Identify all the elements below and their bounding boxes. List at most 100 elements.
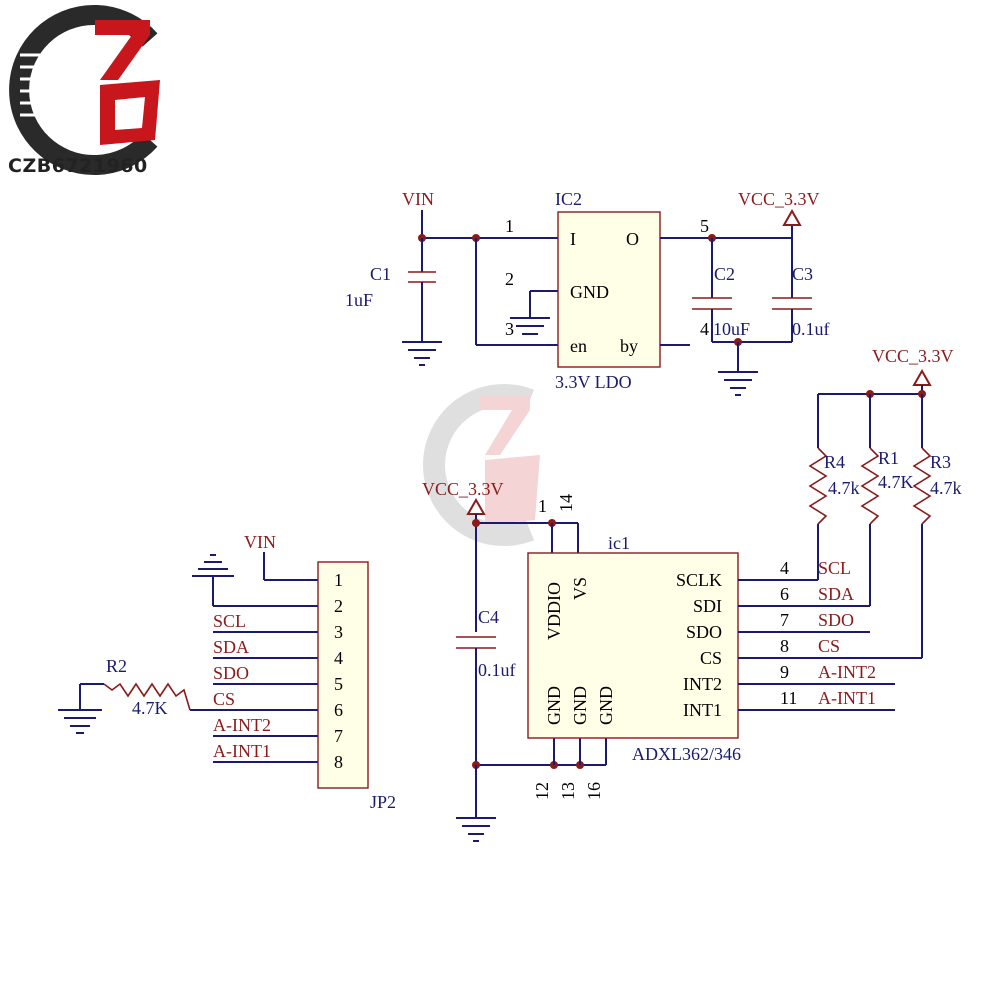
ldo-pin-num-out: 5 xyxy=(700,216,709,236)
ldo-pin-num-gnd: 2 xyxy=(505,269,514,289)
sensor-pin-row: INT2 9 A-INT2 xyxy=(683,662,895,694)
sensor-pin-num-vs: 14 xyxy=(556,494,576,512)
ldo-ref: IC2 xyxy=(555,189,582,209)
header-section: VIN SCL SDA SDO CS A-INT2 A-INT1 xyxy=(58,532,396,812)
c3-value: 0.1uf xyxy=(792,319,830,339)
c1-ref: C1 xyxy=(370,264,391,284)
sensor-pin-sclk: SCLK xyxy=(676,570,722,590)
r4-ref: R4 xyxy=(824,452,845,472)
sensor-pin-int2: INT2 xyxy=(683,674,722,694)
header-pin-3: 3 xyxy=(334,622,343,642)
c2-c3-ground-symbol xyxy=(718,371,758,396)
r2-body xyxy=(103,682,191,711)
header-pin-4: 4 xyxy=(334,648,343,668)
sensor-pin-row: SCLK 4 SCL xyxy=(676,558,851,590)
sensor-pin-vddio: VDDIO xyxy=(544,582,564,640)
c3-ref: C3 xyxy=(792,264,813,284)
sensor-net-sdo: SDO xyxy=(818,610,854,630)
r1-value: 4.7K xyxy=(878,472,914,492)
c4-value: 0.1uf xyxy=(478,660,516,680)
c1-ground-symbol xyxy=(402,341,442,366)
sensor-body xyxy=(527,552,739,739)
logo-c-ring xyxy=(9,5,158,175)
header-net-scl: SCL xyxy=(213,611,246,631)
sensor-pin-sdi: SDI xyxy=(693,596,722,616)
header-vin-label: VIN xyxy=(244,532,276,552)
sensor-gnd-pin-num-13: 13 xyxy=(558,782,578,800)
header-ref: JP2 xyxy=(370,792,396,812)
pullup-section: VCC_3.3V R4 4.7k R1 4.7K R3 4.7k xyxy=(808,346,962,658)
watermark-logo xyxy=(423,384,540,546)
c2-value: 10uF xyxy=(713,319,750,339)
sensor-vcc-label: VCC_3.3V xyxy=(422,479,504,499)
r1-body xyxy=(860,447,880,525)
header-pin-2: 2 xyxy=(334,596,343,616)
sensor-pin-gnd-2: GND xyxy=(570,686,590,725)
header-pin-1: 1 xyxy=(334,570,343,590)
header-pin-7: 7 xyxy=(334,726,343,746)
header-body xyxy=(317,561,369,789)
ldo-part-label: 3.3V LDO xyxy=(555,372,632,392)
r2-ref: R2 xyxy=(106,656,127,676)
sensor-pin-row: CS 8 CS xyxy=(700,636,922,668)
c2-pin-mark: 4 xyxy=(700,319,709,339)
sensor-gnd-pin-num-16: 16 xyxy=(584,782,604,800)
header-net-cs: CS xyxy=(213,689,235,709)
r4-body xyxy=(808,447,828,525)
logo-stripes xyxy=(20,53,165,117)
sensor-net-scl: SCL xyxy=(818,558,851,578)
sensor-pin-num-vddio: 1 xyxy=(538,496,547,516)
sensor-pin-num-int2: 9 xyxy=(780,662,789,682)
r1-ref: R1 xyxy=(878,448,899,468)
ldo-pin-num-in: 1 xyxy=(505,216,514,236)
sensor-pin-row: SDO 7 SDO xyxy=(686,610,870,642)
logo-text: CZB6721960 xyxy=(8,155,148,177)
pullup-vcc-label: VCC_3.3V xyxy=(872,346,954,366)
brand-logo: CZB6721960 xyxy=(8,5,165,177)
ldo-pin-in-label: I xyxy=(570,229,576,249)
sensor-pin-gnd-3: GND xyxy=(596,686,616,725)
sensor-pin-num-cs: 8 xyxy=(780,636,789,656)
sensor-pin-num-sdi: 6 xyxy=(780,584,789,604)
header-pin-6: 6 xyxy=(334,700,343,720)
sensor-pin-num-int1: 11 xyxy=(780,688,797,708)
ldo-pin-gnd-label: GND xyxy=(570,282,609,302)
sensor-pin-row: SDI 6 SDA xyxy=(693,584,870,616)
sensor-ref: ic1 xyxy=(608,533,630,553)
header-pin-5: 5 xyxy=(334,674,343,694)
c1-value: 1uF xyxy=(345,290,373,310)
r2-ground-symbol xyxy=(58,709,102,734)
ldo-pin-en-label: en xyxy=(570,336,587,356)
ldo-vcc-flag xyxy=(782,208,802,226)
header-ground-symbol xyxy=(192,554,234,577)
pullup-vcc-flag xyxy=(912,368,932,386)
sensor-pin-num-sdo: 7 xyxy=(780,610,789,630)
sensor-ground-symbol xyxy=(456,817,496,842)
c4-ref: C4 xyxy=(478,607,499,627)
sensor-net-a-int2: A-INT2 xyxy=(818,662,876,682)
logo-z-shape xyxy=(95,20,150,80)
r3-body xyxy=(912,447,932,525)
sensor-gnd-pin-num-12: 12 xyxy=(532,782,552,800)
header-net-a-int2: A-INT2 xyxy=(213,715,271,735)
ldo-pin-num-en: 3 xyxy=(505,319,514,339)
header-net-sdo: SDO xyxy=(213,663,249,683)
ldo-section: VIN C1 1uF 1 2 3 xyxy=(345,189,830,396)
ldo-vcc-label: VCC_3.3V xyxy=(738,189,820,209)
r3-value: 4.7k xyxy=(930,478,962,498)
ldo-pin-out-label: O xyxy=(626,229,639,249)
header-net-a-int1: A-INT1 xyxy=(213,741,271,761)
sensor-net-a-int1: A-INT1 xyxy=(818,688,876,708)
r3-ref: R3 xyxy=(930,452,951,472)
sensor-section: VCC_3.3V 1 14 C4 0.1uf 12 13 16 xyxy=(422,479,922,842)
ldo-body xyxy=(557,211,661,368)
sensor-net-sda: SDA xyxy=(818,584,854,604)
ldo-gnd-symbol xyxy=(510,317,550,335)
sensor-vcc-flag xyxy=(466,497,486,515)
sensor-pin-row: INT1 11 A-INT1 xyxy=(683,688,895,720)
sensor-pin-int1: INT1 xyxy=(683,700,722,720)
ldo-vin-label: VIN xyxy=(402,189,434,209)
sensor-pin-sdo: SDO xyxy=(686,622,722,642)
